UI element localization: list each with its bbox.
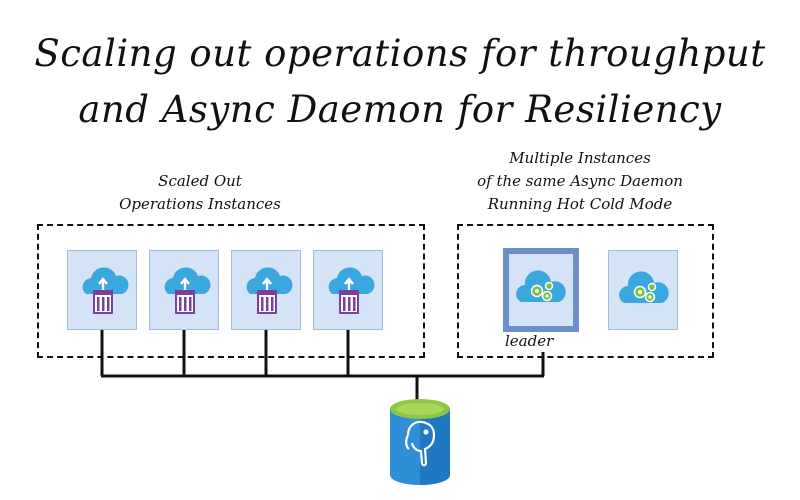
daemon-caption-line-3: Running Hot Cold Mode bbox=[487, 195, 673, 213]
operations-instance-1 bbox=[67, 250, 137, 330]
cloud-container-upload-icon bbox=[82, 267, 129, 314]
diagram-title-line-1: Scaling out operations for throughput bbox=[34, 32, 766, 75]
diagram-title-line-2: and Async Daemon for Resiliency bbox=[78, 88, 722, 131]
cloud-container-upload-icon bbox=[164, 267, 211, 314]
async-daemon-standby-instance bbox=[608, 250, 678, 330]
cloud-container-upload-icon bbox=[328, 267, 375, 314]
operations-caption-line-1: Scaled Out bbox=[158, 172, 242, 190]
postgresql-database-icon bbox=[390, 399, 450, 485]
cloud-gears-icon bbox=[619, 271, 669, 303]
daemon-caption-line-2: of the same Async Daemon bbox=[477, 172, 683, 190]
operations-group-caption: Scaled Out Operations Instances bbox=[100, 170, 300, 216]
leader-label: leader bbox=[505, 332, 554, 350]
daemon-group-caption: Multiple Instances of the same Async Dae… bbox=[450, 147, 710, 216]
operations-instance-2 bbox=[149, 250, 219, 330]
operations-caption-line-2: Operations Instances bbox=[119, 195, 281, 213]
async-daemon-group bbox=[457, 224, 714, 358]
daemon-caption-line-1: Multiple Instances bbox=[509, 149, 651, 167]
operations-instance-4 bbox=[313, 250, 383, 330]
cloud-gears-icon bbox=[516, 270, 566, 302]
operations-instance-3 bbox=[231, 250, 301, 330]
operations-instances-group bbox=[37, 224, 425, 358]
postgresql-elephant-icon bbox=[405, 420, 436, 467]
async-daemon-leader-instance bbox=[503, 248, 579, 332]
cloud-container-upload-icon bbox=[246, 267, 293, 314]
